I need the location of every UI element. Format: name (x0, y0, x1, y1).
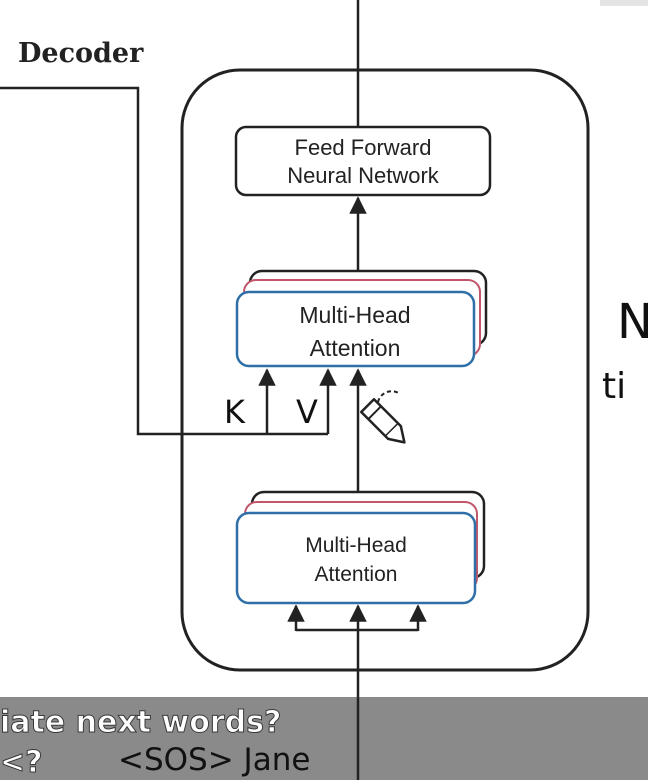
margin-note-2: ti (602, 366, 626, 407)
pen-cursor-icon (360, 398, 406, 444)
feed-forward-label-1: Feed Forward (295, 135, 432, 160)
upper-attention-stack: Multi-Head Attention (235, 269, 488, 368)
upper-attention-label-2: Attention (310, 335, 401, 361)
margin-note-1: N (617, 294, 648, 350)
encoder-kv-path (0, 86, 328, 436)
k-annotation: K (224, 393, 246, 431)
caption-handwriting: <SOS> Jane (118, 742, 310, 778)
decoder-title: Decoder (18, 38, 144, 69)
lower-attention-stack: Multi-Head Attention (235, 490, 486, 605)
decoder-block (180, 68, 590, 672)
corner-artifact (600, 0, 648, 6)
caption-text-2: <? (0, 745, 43, 780)
lower-attention-label-2: Attention (315, 563, 398, 586)
v-annotation: V (296, 393, 318, 431)
pen-cursor-tail (377, 390, 401, 403)
upper-attention-label-1: Multi-Head (299, 302, 410, 328)
feed-forward-label-2: Neural Network (287, 163, 440, 188)
caption-bar (0, 697, 648, 780)
feed-forward-box: Feed Forward Neural Network (234, 125, 492, 197)
caption-text-1: iate next words? (0, 705, 281, 740)
lower-attention-label-1: Multi-Head (305, 534, 407, 557)
